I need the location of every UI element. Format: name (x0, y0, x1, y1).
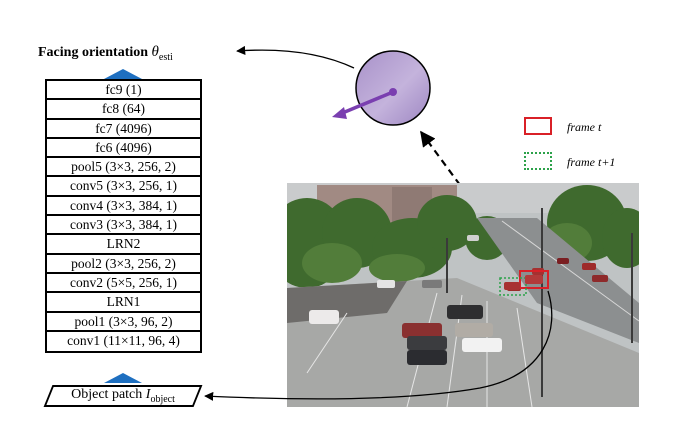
orientation-direction-arrow (339, 90, 394, 116)
output-title: Facing orientation θesti (38, 44, 173, 63)
layer-conv1: conv1 (11×11, 96, 4) (67, 332, 180, 348)
layer-pool2: pool2 (3×3, 256, 2) (47, 255, 200, 274)
layer-pool1: pool1 (3×3, 96, 2) (47, 313, 200, 332)
object-patch-subscript: object (150, 393, 175, 405)
layer-conv5: conv5 (3×3, 256, 1) (47, 177, 200, 197)
legend-frame-t1-label: frame t+1 (567, 155, 616, 169)
output-title-text: Facing orientation (38, 45, 152, 60)
object-patch-symbol: I (145, 387, 151, 402)
output-triangle-icon (104, 69, 142, 79)
layer-fc8: fc8 (64) (47, 100, 200, 120)
layer-lrn2: LRN2 (47, 235, 200, 255)
object-patch-text: Object patch (71, 387, 146, 402)
layer-fc6: fc6 (4096) (47, 139, 200, 159)
cnn-architecture-stack: fc9 (1) fc8 (64) fc7 (4096) fc6 (4096) p… (45, 79, 202, 354)
output-symbol: θ (151, 44, 159, 60)
frame-t-box (519, 270, 549, 289)
layer-pool5: pool5 (3×3, 256, 2) (47, 158, 200, 178)
parking-lot-photo (287, 183, 639, 407)
orientation-to-title-arrow (236, 45, 355, 69)
layer-fc7: fc7 (4096) (47, 120, 200, 139)
legend-frame-t-swatch (524, 117, 552, 135)
output-subscript: esti (158, 51, 173, 63)
layer-conv4: conv4 (3×3, 384, 1) (47, 197, 200, 217)
layer-conv2: conv2 (5×5, 256, 1) (47, 274, 200, 294)
parking-lot-scene (287, 183, 639, 407)
input-triangle-icon (104, 373, 142, 383)
legend-frame-t-label: frame t (567, 120, 602, 134)
object-patch-label: Object patch Iobject (48, 387, 198, 405)
legend-frame-t1-swatch (524, 152, 552, 170)
layer-lrn1: LRN1 (47, 293, 200, 313)
orientation-arrowhead-icon (332, 107, 347, 119)
layer-fc9: fc9 (1) (47, 81, 200, 101)
layer-conv3: conv3 (3×3, 384, 1) (47, 216, 200, 236)
